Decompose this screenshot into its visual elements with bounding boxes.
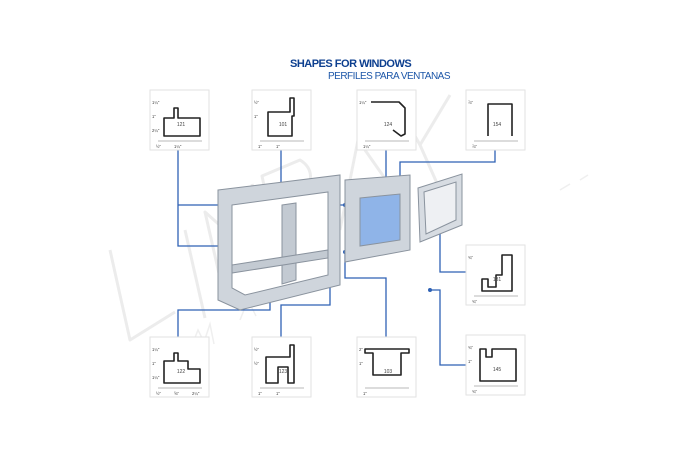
- dimension-label: 1": [258, 144, 262, 149]
- dimension-label: ¾": [472, 389, 477, 394]
- dimension-label: ½": [156, 144, 161, 149]
- profile-card-121: 121 1¼" ½" 1" 1¼" 2¼": [149, 89, 210, 151]
- profile-shape: [364, 348, 410, 376]
- profile-card-122: 122 1¼" ½" 1" ⅝" 1¼" 2¼": [149, 336, 210, 398]
- profile-number: 154: [493, 122, 502, 128]
- profile-number: 131: [493, 277, 502, 283]
- profile-shape: [487, 103, 513, 136]
- profile-card-154: 154 ⅞" ⅞": [465, 89, 526, 151]
- profile-card-145: 145 ¾" ¾" 1": [465, 334, 526, 396]
- dimension-label: 1": [254, 114, 258, 119]
- dimension-label: ⅞": [472, 144, 477, 149]
- window-frame: [217, 173, 463, 311]
- profile-number: 124: [384, 122, 393, 128]
- dimension-label: 1¼": [359, 100, 367, 105]
- dimension-label: ¾": [468, 345, 473, 350]
- dimension-label: 1": [363, 391, 367, 396]
- dimension-label: 1": [359, 361, 363, 366]
- profile-shape: [163, 107, 201, 137]
- dimension-label: 1": [152, 361, 156, 366]
- page-title: SHAPES FOR WINDOWS: [290, 58, 412, 70]
- profile-card-103: 103 2" 1" 1": [356, 336, 417, 398]
- dimension-label: 2¼": [152, 128, 160, 133]
- dimension-label: 2": [359, 347, 363, 352]
- profile-number: 101: [279, 122, 288, 128]
- profile-shape: [371, 101, 406, 137]
- profile-number: 123: [279, 369, 288, 375]
- profile-number: 122: [177, 369, 186, 375]
- dimension-label: ½": [254, 100, 259, 105]
- dimension-label: ½": [254, 347, 259, 352]
- dimension-label: ⅞": [468, 100, 473, 105]
- dimension-label: 1": [152, 114, 156, 119]
- dimension-label: 1": [276, 144, 280, 149]
- dimension-label: 1¼": [152, 100, 160, 105]
- profile-shape: [479, 348, 517, 382]
- profile-number: 121: [177, 122, 186, 128]
- profile-shape: [481, 254, 513, 292]
- dimension-label: 1¼": [174, 144, 182, 149]
- profile-number: 103: [384, 369, 393, 375]
- dimension-label: ½": [156, 391, 161, 396]
- dimension-label: ½": [254, 361, 259, 366]
- profile-shape: [267, 97, 295, 137]
- dimension-label: 2¼": [192, 391, 200, 396]
- profile-card-131: 131 ¾" ¾": [465, 244, 526, 306]
- dimension-label: 1": [468, 359, 472, 364]
- dimension-label: 1": [258, 391, 262, 396]
- dimension-label: 1": [276, 391, 280, 396]
- profile-number: 145: [493, 367, 502, 373]
- dimension-label: ¾": [468, 255, 473, 260]
- profile-card-123: 123 ½" 1" ½" 1": [251, 336, 312, 398]
- dimension-label: 1¼": [152, 375, 160, 380]
- profile-shape: [163, 352, 201, 384]
- profile-card-124: 124 1¼" 1¼": [356, 89, 417, 151]
- glass-pane: [359, 193, 401, 247]
- dimension-label: ¾": [472, 299, 477, 304]
- profile-shape: [265, 344, 295, 384]
- page-subtitle: PERFILES PARA VENTANAS: [328, 71, 451, 82]
- dimension-label: ⅝": [174, 391, 179, 396]
- dimension-label: 1¼": [363, 144, 371, 149]
- dimension-label: 1¼": [152, 347, 160, 352]
- profile-card-101: 101 ½" 1" 1" 1": [251, 89, 312, 151]
